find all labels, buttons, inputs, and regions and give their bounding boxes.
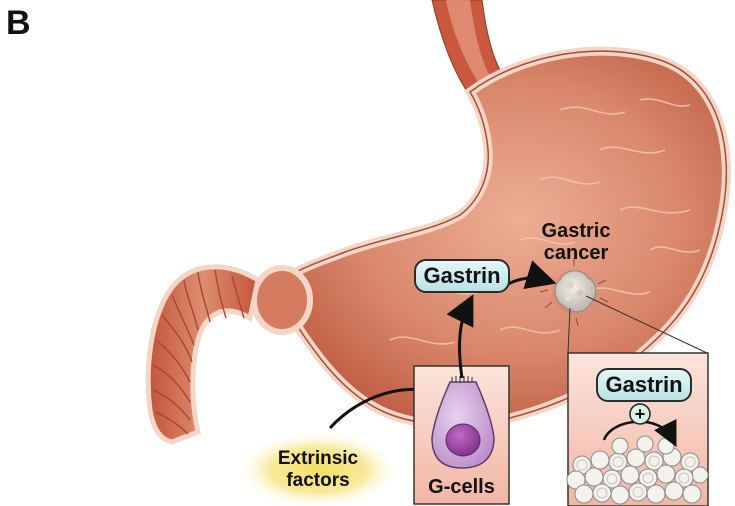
gastric-cancer-label: Gastric cancer — [536, 220, 616, 264]
nucleus — [446, 424, 480, 456]
g-cells-label: G-cells — [414, 476, 509, 498]
extrinsic-line1: Extrinsic — [258, 448, 378, 470]
gastrin-inset-pill: Gastrin — [596, 368, 692, 402]
gastrin-inset-label: Gastrin — [605, 372, 682, 397]
panel-label: B — [6, 4, 31, 43]
duodenum — [148, 267, 258, 442]
plus-sign: + — [630, 403, 650, 425]
gastrin-pill: Gastrin — [414, 259, 510, 293]
gastrin-label: Gastrin — [423, 263, 500, 288]
pylorus — [254, 268, 310, 332]
extrinsic-line2: factors — [258, 470, 378, 492]
extrinsic-factors-label: Extrinsic factors — [258, 448, 378, 492]
gastric-cancer-line2: cancer — [536, 242, 616, 264]
gastric-cancer-line1: Gastric — [536, 220, 616, 242]
